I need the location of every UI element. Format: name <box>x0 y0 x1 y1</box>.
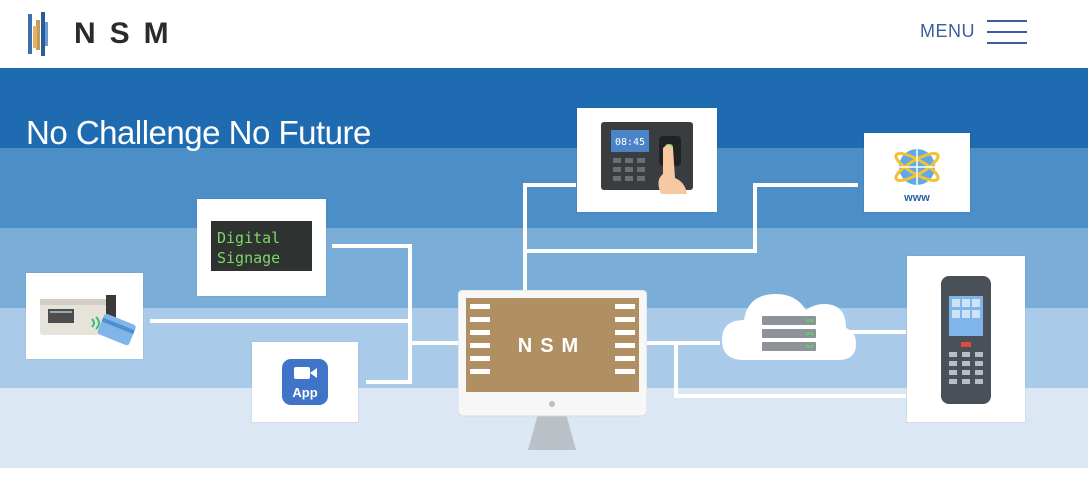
site-logo[interactable]: NSM <box>24 12 183 56</box>
handheld-terminal-icon <box>941 276 991 404</box>
fingerprint-terminal-card: 08:45 <box>577 108 717 212</box>
digital-signage-card: Digital Signage <box>197 199 326 296</box>
card-reader-card <box>26 273 143 359</box>
digital-signage-icon: Digital Signage <box>211 221 312 271</box>
site-header: NSM MENU <box>0 0 1088 68</box>
monitor-icon: NSM <box>457 289 648 450</box>
handheld-terminal-card <box>907 256 1025 422</box>
monitor-label: NSM <box>518 335 586 357</box>
hero-title: No Challenge No Future <box>26 114 371 151</box>
app-label: App <box>292 385 317 400</box>
www-label: www <box>903 192 930 204</box>
globe-www-card: www <box>864 133 970 212</box>
network-connector-lines <box>150 183 906 398</box>
cloud-server-illustration <box>722 280 856 364</box>
hero-bottom-spacer <box>0 468 1088 486</box>
terminal-clock: 08:45 <box>615 137 645 148</box>
logo-mark-icon <box>28 12 48 56</box>
signage-line-2: Signage <box>217 249 280 267</box>
globe-www-icon: www <box>894 149 940 204</box>
hamburger-icon <box>987 18 1027 44</box>
monitor-illustration: NSM <box>457 289 648 453</box>
app-icon: App <box>282 359 328 405</box>
hero-banner: No Challenge No Future <box>0 68 1088 468</box>
fingerprint-terminal-icon: 08:45 <box>601 122 693 194</box>
logo-text: NSM <box>74 17 183 50</box>
app-card: App <box>252 342 358 422</box>
signage-line-1: Digital <box>217 229 280 247</box>
card-reader-icon <box>40 295 136 346</box>
cloud-server-icon <box>722 294 856 360</box>
menu-button[interactable]: MENU <box>920 18 1027 44</box>
menu-label: MENU <box>920 20 975 41</box>
